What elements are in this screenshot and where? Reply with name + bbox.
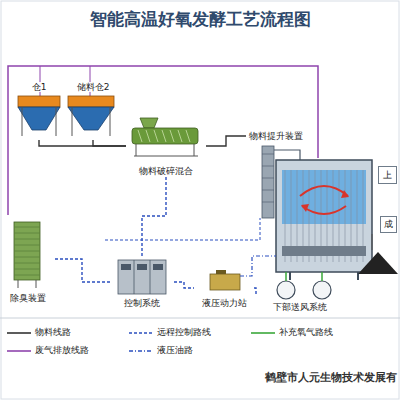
- node-label: 物料提升装置: [248, 131, 304, 141]
- flow-connector: [93, 140, 126, 146]
- legend-text: 补充氧气路线: [279, 326, 333, 339]
- control-system: 控制系统: [110, 256, 174, 308]
- flow-connector: [39, 140, 126, 146]
- legend-item: 液压油路: [128, 344, 193, 357]
- node-label: 控制系统: [123, 298, 161, 308]
- legend-line-sample: [250, 328, 276, 338]
- node-label: 下部送风系统: [272, 302, 328, 312]
- blower-system: 下部送风系统: [258, 276, 342, 312]
- hydraulic-station: [210, 270, 240, 290]
- hydraulic-station: 液压动力站: [194, 268, 254, 308]
- deodorizer-tower: [14, 222, 40, 288]
- flow-connector: [174, 282, 194, 288]
- legend-line-sample: [6, 346, 32, 356]
- control-cabinet: [118, 260, 166, 294]
- material-lift: 物料提升装置: [246, 128, 306, 144]
- legend-item: 远程控制路线: [128, 326, 211, 339]
- crusher-mixer: [132, 118, 198, 156]
- legend-text: 物料线路: [35, 326, 71, 339]
- storage-bin: [18, 96, 114, 136]
- crusher-mixer: 物料破碎混合: [126, 116, 206, 176]
- flow-connector: [54, 259, 110, 282]
- deodorizer: 除臭装置: [2, 215, 54, 303]
- watermark: 鹤壁市人元生物技术发展有: [265, 370, 397, 385]
- diagram-title: 智能高温好氧发酵工艺流程图: [0, 8, 400, 31]
- flow-connector: [254, 288, 258, 294]
- legend-item: 废气排放线路: [6, 344, 89, 357]
- node-label: 物料破碎混合: [138, 166, 194, 176]
- flow-connector: [142, 176, 166, 256]
- node-label: 成: [383, 219, 394, 229]
- legend-line-sample: [6, 328, 32, 338]
- product-box: 成: [380, 216, 397, 233]
- legend-line-sample: [128, 346, 154, 356]
- node-label: 除臭装置: [9, 293, 47, 303]
- node-label: 液压动力站: [201, 298, 248, 308]
- legend-item: 物料线路: [6, 326, 71, 339]
- legend-text: 液压油路: [157, 344, 193, 357]
- node-label: 上: [382, 170, 393, 180]
- legend-line-sample: [128, 328, 154, 338]
- blower-fans: [277, 272, 331, 299]
- storage-bin: 仓1: [16, 82, 62, 140]
- node-label: 仓1: [31, 82, 48, 92]
- fermenter-tank: [276, 160, 372, 280]
- legend-text: 远程控制路线: [157, 326, 211, 339]
- inlet-box: 上: [378, 166, 397, 184]
- legend-item: 补充氧气路线: [250, 326, 333, 339]
- flow-connector: [206, 136, 246, 146]
- legend-text: 废气排放线路: [35, 344, 89, 357]
- storage-bin: 储料仓2: [66, 82, 120, 140]
- node-label: 储料仓2: [76, 82, 111, 92]
